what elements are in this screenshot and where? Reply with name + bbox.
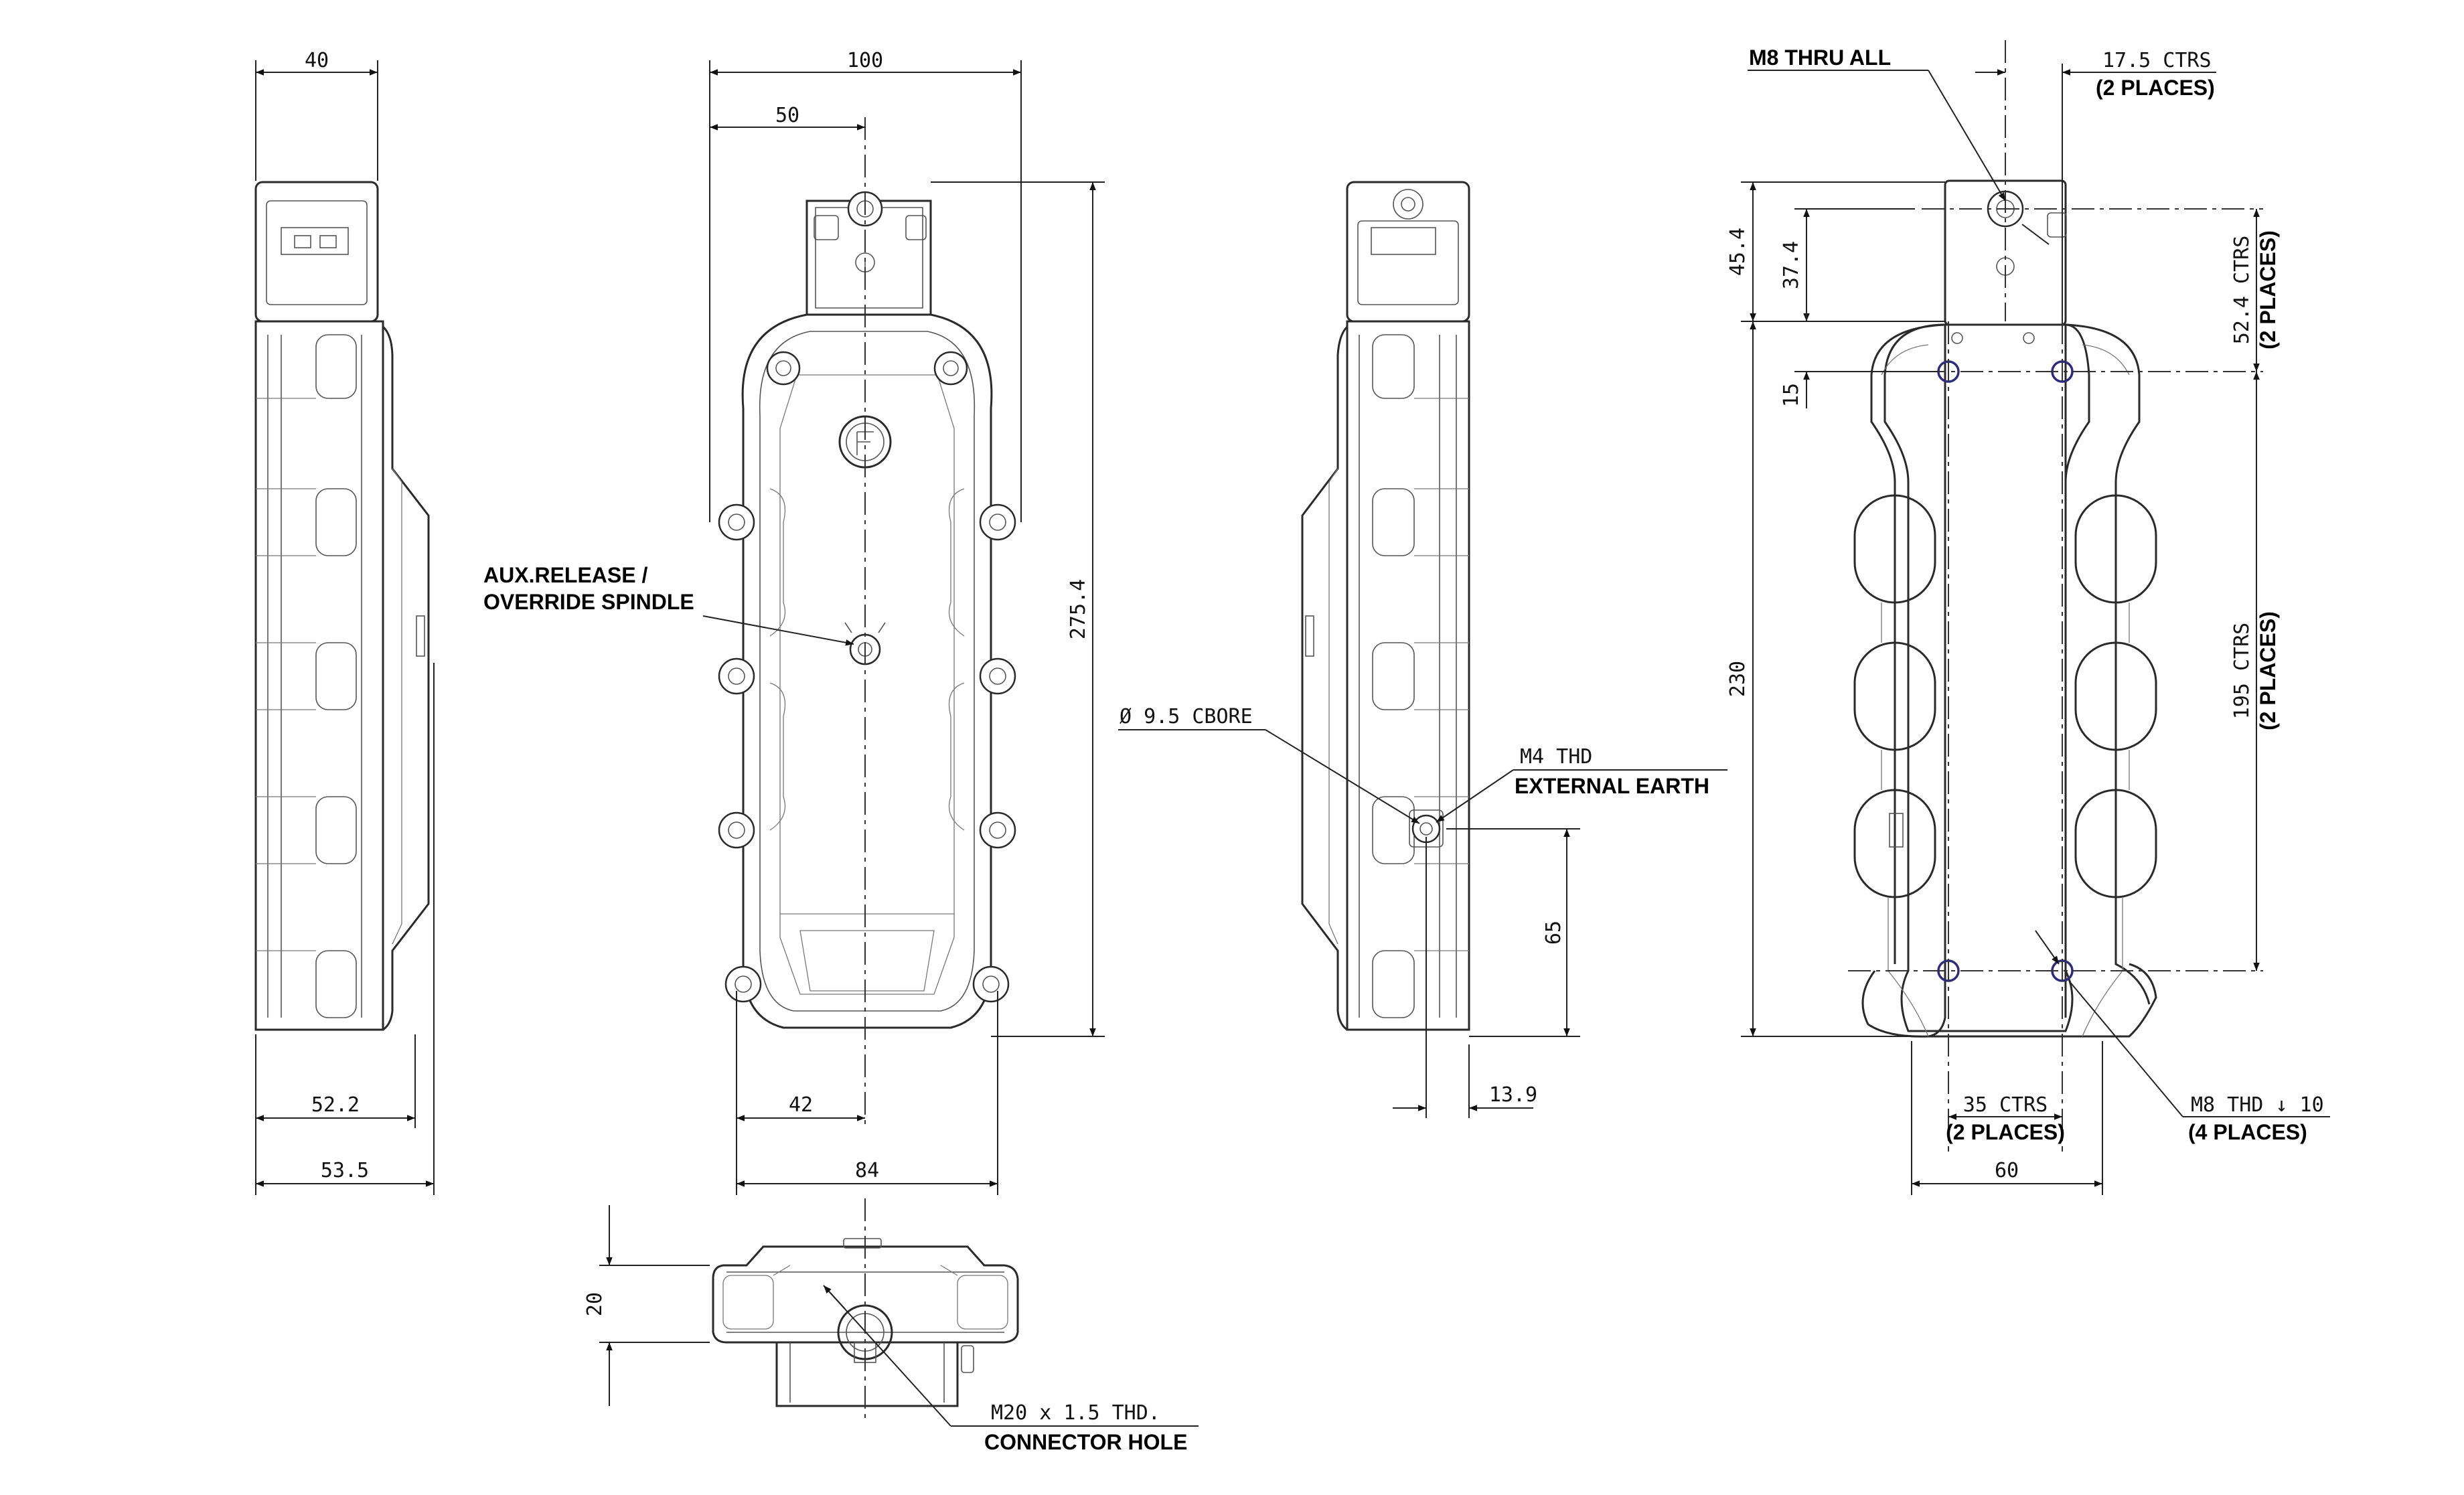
callout-m4-thd: M4 THD (1520, 745, 1592, 769)
callout-m20-thd: M20 x 1.5 THD. (991, 1401, 1160, 1425)
dim-rear-35-places: (2 PLACES) (1946, 1120, 2065, 1144)
side-view-left: 40 52.2 53.5 (254, 49, 435, 1195)
bottom-view: 20 M20 x 1.5 THD. CONNECTOR HOLE (583, 1198, 1199, 1454)
dim-earth-offset: 13.9 (1489, 1083, 1537, 1107)
dim-front-height: 275.4 (1067, 579, 1090, 639)
dim-side-depth-1: 52.2 (311, 1093, 360, 1117)
callout-override-spindle: OVERRIDE SPINDLE (483, 590, 694, 614)
dim-front-half-base: 42 (789, 1093, 813, 1117)
callout-m8-places: (4 PLACES) (2188, 1120, 2307, 1144)
front-view: 100 50 275.4 42 84 AUX.RELEASE / OVERRID… (483, 49, 1105, 1195)
dim-rear-35: 35 CTRS (1963, 1093, 2048, 1117)
dim-front-half-width: 50 (775, 104, 799, 127)
callout-cbore: Ø 9.5 CBORE (1120, 705, 1253, 728)
dim-thru-ctrs-places: (2 PLACES) (2096, 76, 2215, 100)
dim-rear-52: 52.4 CTRS (2230, 236, 2254, 345)
dim-rear-195: 195 CTRS (2230, 623, 2254, 720)
dim-front-total-width: 100 (847, 49, 883, 72)
callout-connector-hole: CONNECTOR HOLE (984, 1430, 1187, 1454)
side-view-right: 65 13.9 Ø 9.5 CBORE M4 THD EXTERNAL EART… (1118, 181, 1727, 1118)
dim-front-base-width: 84 (855, 1159, 879, 1182)
dim-rear-230: 230 (1726, 661, 1750, 697)
rear-view: 45.4 37.4 15 230 52.4 CTRS (2 PLACES) 19… (1726, 40, 2330, 1195)
dim-rear-52-places: (2 PLACES) (2256, 230, 2280, 349)
callout-aux-release: AUX.RELEASE / (483, 563, 647, 587)
dim-side-width: 40 (305, 49, 329, 72)
callout-m8-thru: M8 THRU ALL (1749, 46, 1891, 70)
dim-bottom-20: 20 (583, 1292, 607, 1316)
dim-rear-15: 15 (1780, 383, 1803, 407)
dim-rear-37: 37.4 (1780, 241, 1803, 289)
dim-thru-ctrs: 17.5 CTRS (2102, 49, 2212, 72)
dim-side-depth-2: 53.5 (321, 1159, 369, 1182)
dim-rear-60: 60 (1995, 1159, 2019, 1182)
dim-earth-height: 65 (1542, 921, 1565, 945)
dim-rear-195-places: (2 PLACES) (2256, 611, 2280, 730)
dim-rear-45: 45.4 (1726, 228, 1750, 276)
callout-m8-thd: M8 THD ↓ 10 (2191, 1093, 2324, 1117)
callout-external-earth: EXTERNAL EARTH (1515, 774, 1709, 798)
